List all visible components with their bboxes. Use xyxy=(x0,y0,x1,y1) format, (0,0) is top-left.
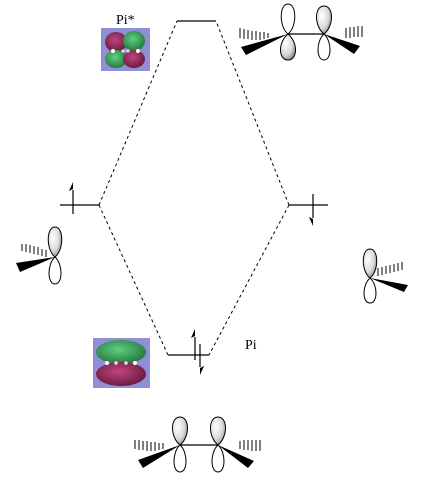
antibonding-mo-render xyxy=(101,28,150,71)
bonding-electron-pair xyxy=(191,329,204,375)
antibonding-orbital-icon xyxy=(239,3,363,61)
bonding-mo-render xyxy=(93,338,150,388)
bonding-label: Pi xyxy=(245,338,257,353)
right-p-orbital-icon xyxy=(362,248,408,304)
down-spin-arrow-icon xyxy=(309,194,314,226)
left-p-orbital-icon xyxy=(16,226,63,285)
antibonding-label: Pi* xyxy=(116,13,135,28)
bonding-orbital-icon xyxy=(134,416,261,473)
correlation-lines xyxy=(98,20,290,356)
up-spin-arrow-icon xyxy=(69,182,74,214)
